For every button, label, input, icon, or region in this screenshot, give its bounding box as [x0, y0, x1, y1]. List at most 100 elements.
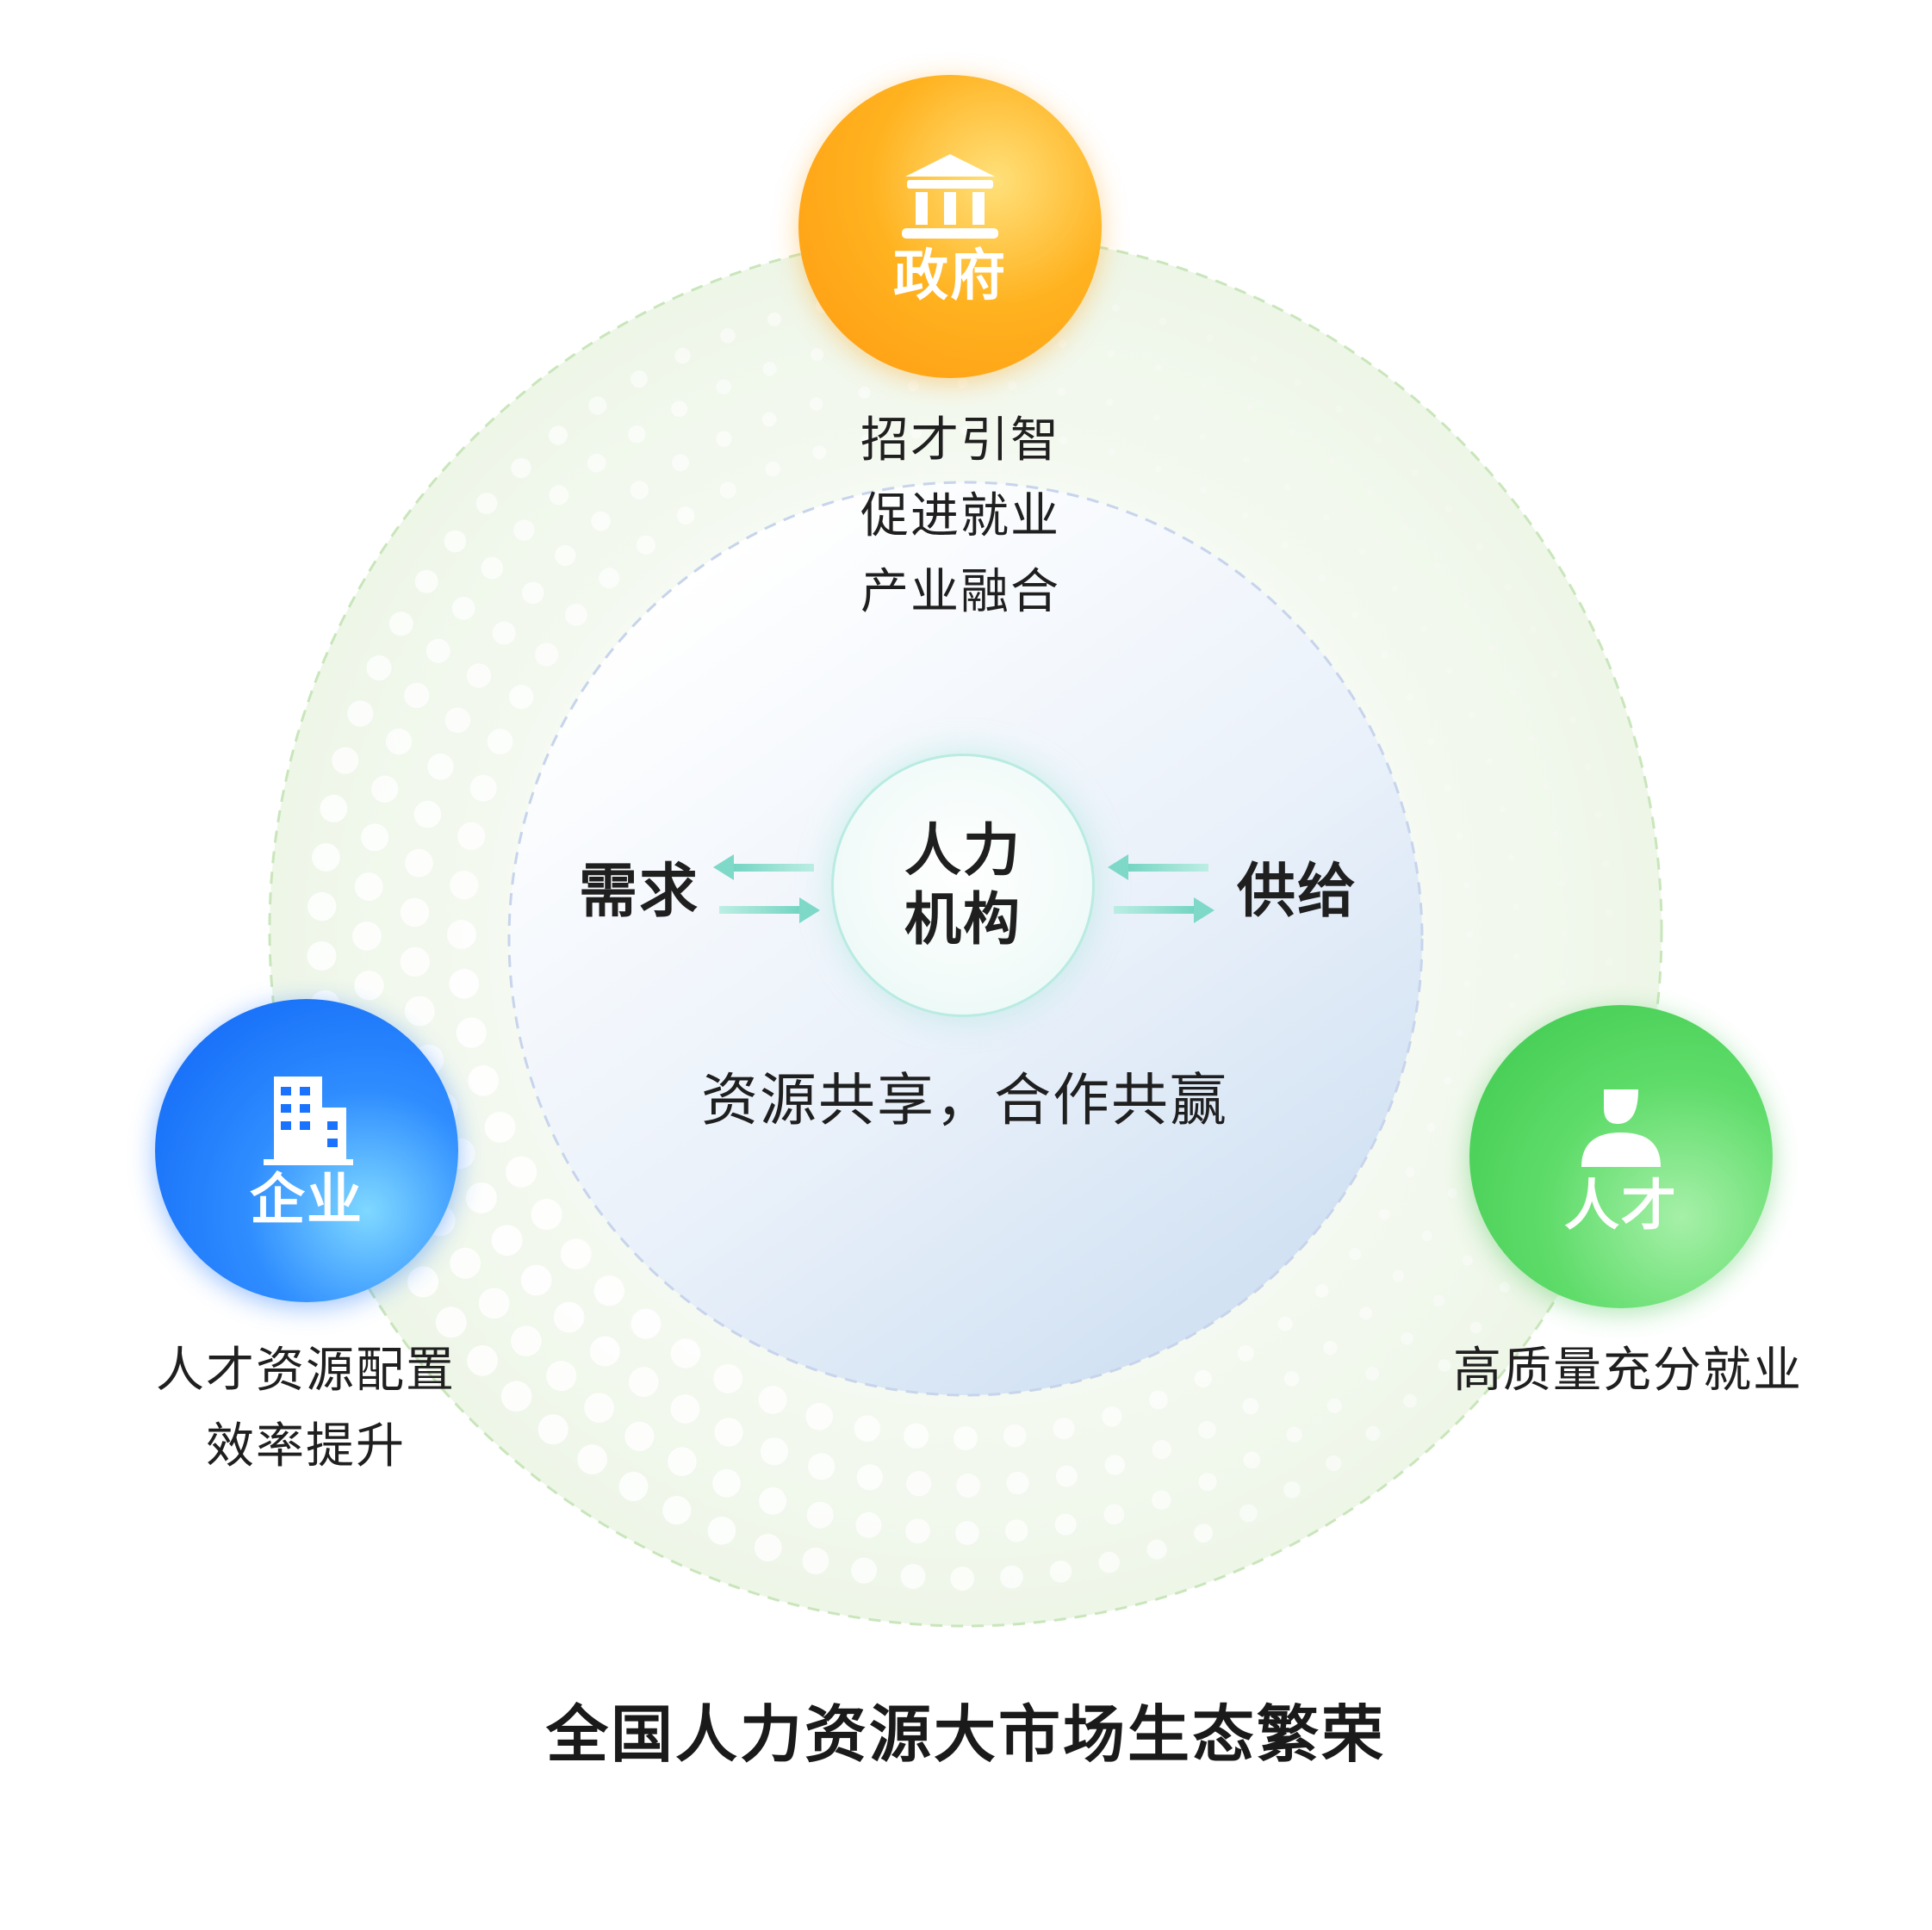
decor-dot	[444, 707, 470, 733]
decor-dot	[1602, 860, 1610, 867]
decor-dot	[1006, 1471, 1029, 1495]
decor-dot	[366, 655, 392, 681]
decor-dot	[761, 412, 777, 427]
decor-dot	[506, 1156, 537, 1188]
decor-dot	[1527, 735, 1535, 742]
decor-dot	[1444, 1077, 1452, 1085]
talent-description: 高质量充分就业	[1413, 1333, 1843, 1409]
decor-dot	[668, 1447, 697, 1476]
decor-dot	[674, 347, 691, 364]
decor-dot	[584, 1393, 614, 1423]
decor-dot	[904, 1423, 929, 1449]
decor-dot	[1606, 959, 1613, 966]
decor-dot	[457, 822, 486, 850]
decor-dot	[1243, 1451, 1261, 1469]
decor-dot	[1246, 403, 1253, 411]
decor-dot	[1499, 805, 1506, 813]
decor-dot	[1391, 585, 1399, 593]
decor-dot	[1349, 1248, 1362, 1261]
decor-dot	[854, 1415, 881, 1443]
decor-dot	[1595, 811, 1602, 819]
decor-dot	[1098, 1552, 1120, 1573]
decor-dot	[811, 348, 824, 362]
decor-dot	[513, 519, 535, 541]
decor-dot	[1374, 436, 1382, 444]
decor-dot	[1058, 339, 1067, 349]
decor-dot	[806, 1501, 834, 1529]
hr-agency-node: 人力 机构	[831, 754, 1095, 1017]
decor-dot	[1146, 1539, 1167, 1560]
decor-dot	[1405, 1167, 1415, 1177]
decor-dot	[1447, 1188, 1457, 1199]
decor-dot	[1283, 1371, 1300, 1387]
decor-dot	[1456, 1028, 1464, 1037]
decor-dot	[1152, 1490, 1171, 1510]
decor-dot	[320, 794, 348, 822]
decor-dot	[670, 1338, 701, 1368]
decor-dot	[481, 556, 504, 580]
decor-dot	[565, 604, 587, 626]
slogan: 资源共享，合作共赢	[701, 1067, 1228, 1133]
decor-dot	[1054, 1513, 1077, 1536]
decor-dot	[760, 1437, 789, 1466]
decor-dot	[805, 1403, 833, 1430]
decor-dot	[1059, 436, 1068, 444]
decor-dot	[636, 535, 656, 555]
decor-dot	[1351, 611, 1359, 618]
demand-label: 需求	[579, 858, 700, 926]
decor-dot	[672, 454, 690, 472]
decor-dot	[1105, 398, 1114, 406]
decor-dot	[469, 774, 497, 802]
decor-dot	[400, 946, 430, 977]
decor-dot	[587, 453, 606, 473]
decor-dot	[1010, 428, 1020, 438]
decor-dot	[1335, 406, 1343, 413]
decor-dot	[955, 1521, 979, 1545]
decor-dot	[624, 1421, 655, 1451]
decor-dot	[1584, 763, 1592, 771]
decor-dot	[1283, 483, 1291, 491]
decor-dot	[759, 1486, 787, 1515]
decor-dot	[1288, 429, 1295, 437]
decor-dot	[521, 581, 544, 605]
government-desc-line: 招才引智	[860, 413, 1060, 469]
decor-dot	[1206, 334, 1214, 342]
decor-dot	[1462, 1255, 1474, 1266]
decor-dot	[1561, 929, 1568, 937]
decor-dot	[1504, 583, 1512, 591]
decor-dot	[1463, 881, 1471, 889]
decor-dot	[388, 611, 413, 636]
decor-dot	[1004, 1519, 1028, 1542]
decor-dot	[478, 1288, 510, 1319]
decor-dot	[1513, 953, 1520, 960]
decor-dot	[707, 1517, 736, 1545]
decor-dot	[1468, 711, 1475, 719]
government-desc-line: 促进就业	[860, 488, 1060, 544]
decor-dot	[713, 1364, 742, 1393]
hr-agency-line-2: 机构	[904, 886, 1022, 953]
decor-dot	[426, 638, 450, 664]
decor-dot	[1286, 1426, 1302, 1443]
decor-dot	[511, 457, 531, 479]
decor-dot	[589, 1336, 620, 1367]
decor-dot	[1102, 1406, 1122, 1427]
decor-dot	[767, 312, 781, 326]
decor-dot	[593, 1275, 624, 1306]
decor-dot	[1108, 448, 1116, 456]
decor-dot	[509, 685, 534, 710]
decor-dot	[1444, 505, 1452, 512]
decor-dot	[900, 1564, 926, 1589]
decor-dot	[1294, 379, 1301, 386]
decor-dot	[1315, 1284, 1329, 1298]
decor-dot	[1104, 1455, 1126, 1475]
decor-dot	[400, 897, 430, 928]
decor-dot	[1323, 1340, 1338, 1356]
decor-dot	[956, 1474, 980, 1498]
demand-arrows	[713, 854, 820, 923]
decor-dot	[553, 1301, 585, 1333]
decor-dot	[1508, 1002, 1516, 1009]
decor-dot	[354, 872, 383, 901]
decor-dot	[905, 1518, 930, 1544]
decor-dot	[1003, 1424, 1027, 1448]
